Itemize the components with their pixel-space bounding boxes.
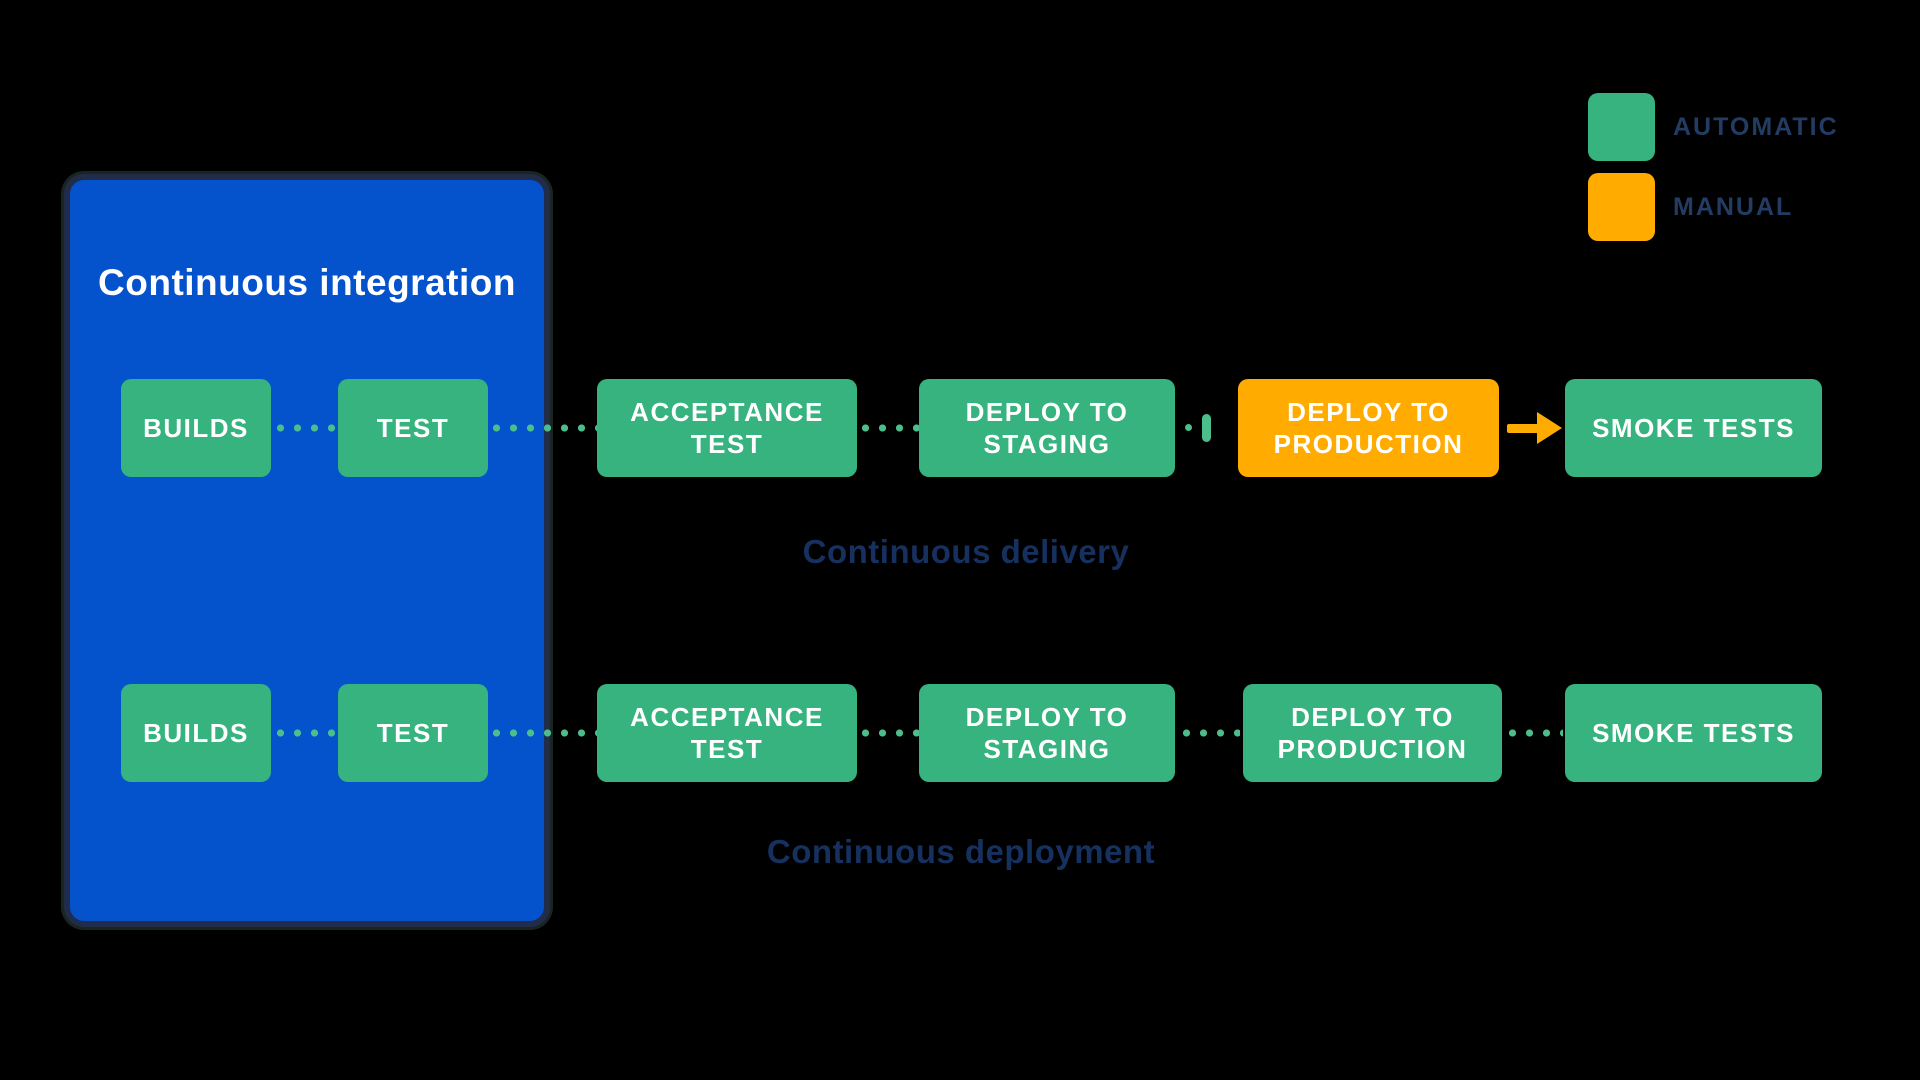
- legend-automatic-swatch: [1588, 93, 1655, 161]
- manual-arrow: [1507, 424, 1539, 433]
- continuous-integration-panel: Continuous integration: [64, 174, 550, 927]
- delivery-deploy-staging-box: DEPLOY TO STAGING: [919, 379, 1175, 477]
- delivery-deploy-production-box: DEPLOY TO PRODUCTION: [1238, 379, 1499, 477]
- legend-manual-swatch: [1588, 173, 1655, 241]
- manual-arrow-head-icon: [1537, 412, 1562, 444]
- deployment-deploy-production-box: DEPLOY TO PRODUCTION: [1243, 684, 1502, 782]
- continuous-delivery-label: Continuous delivery: [802, 533, 1130, 570]
- dotted-connector-dot: [1185, 424, 1192, 431]
- dotted-connector: [857, 729, 919, 737]
- deployment-deploy-staging-box: DEPLOY TO STAGING: [919, 684, 1175, 782]
- deployment-smoke-tests-box: SMOKE TESTS: [1565, 684, 1822, 782]
- legend-manual-label: MANUAL: [1673, 193, 1794, 221]
- delivery-smoke-tests-box: SMOKE TESTS: [1565, 379, 1822, 477]
- deployment-acceptance-test-box: ACCEPTANCE TEST: [597, 684, 857, 782]
- deployment-test-box: TEST: [338, 684, 488, 782]
- dotted-connector: [488, 424, 597, 432]
- dotted-connector: [488, 729, 597, 737]
- dotted-connector: [272, 424, 338, 432]
- dotted-connector: [272, 729, 338, 737]
- continuous-deployment-label: Continuous deployment: [766, 833, 1156, 870]
- legend-automatic-label: AUTOMATIC: [1673, 113, 1839, 141]
- dotted-connector: [1178, 729, 1240, 737]
- dotted-connector: [857, 424, 919, 432]
- delivery-builds-box: BUILDS: [121, 379, 271, 477]
- continuous-integration-title: Continuous integration: [98, 262, 516, 303]
- dotted-connector: [1504, 729, 1563, 737]
- delivery-test-box: TEST: [338, 379, 488, 477]
- manual-gate-pause-marker: [1202, 414, 1211, 442]
- delivery-acceptance-test-box: ACCEPTANCE TEST: [597, 379, 857, 477]
- deployment-builds-box: BUILDS: [121, 684, 271, 782]
